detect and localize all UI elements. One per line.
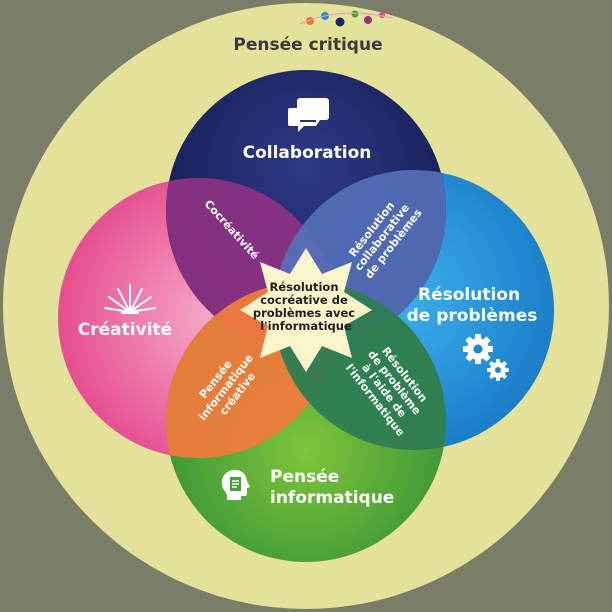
problem-solving-label-line2: de problèmes [407, 306, 538, 326]
center-label-line1: Résolution [269, 280, 338, 294]
burst-icon [104, 284, 156, 314]
title: Pensée critique [233, 35, 382, 55]
center-star [240, 248, 372, 372]
problem-solving-label: Résolution de problèmes [407, 285, 538, 326]
speech-bubbles-icon [288, 98, 329, 132]
center-label-line2: cocréative de [260, 293, 348, 307]
center-label-line4: l'informatique [260, 319, 352, 333]
creativity-label: Créativité [78, 320, 172, 340]
colored-dots-icon [299, 10, 393, 27]
computational-thinking-label-line1: Pensée [270, 467, 339, 487]
center-label: Résolution cocréative de problèmes avec … [253, 280, 359, 333]
center-label-line3: problèmes avec [253, 306, 355, 320]
head-with-document-icon [221, 470, 250, 500]
computational-thinking-label: Pensée informatique [270, 467, 394, 508]
collaboration-label: Collaboration [243, 143, 372, 163]
problem-solving-label-line1: Résolution [418, 285, 520, 305]
gears-icon [463, 334, 509, 381]
computational-thinking-label-line2: informatique [270, 488, 394, 508]
